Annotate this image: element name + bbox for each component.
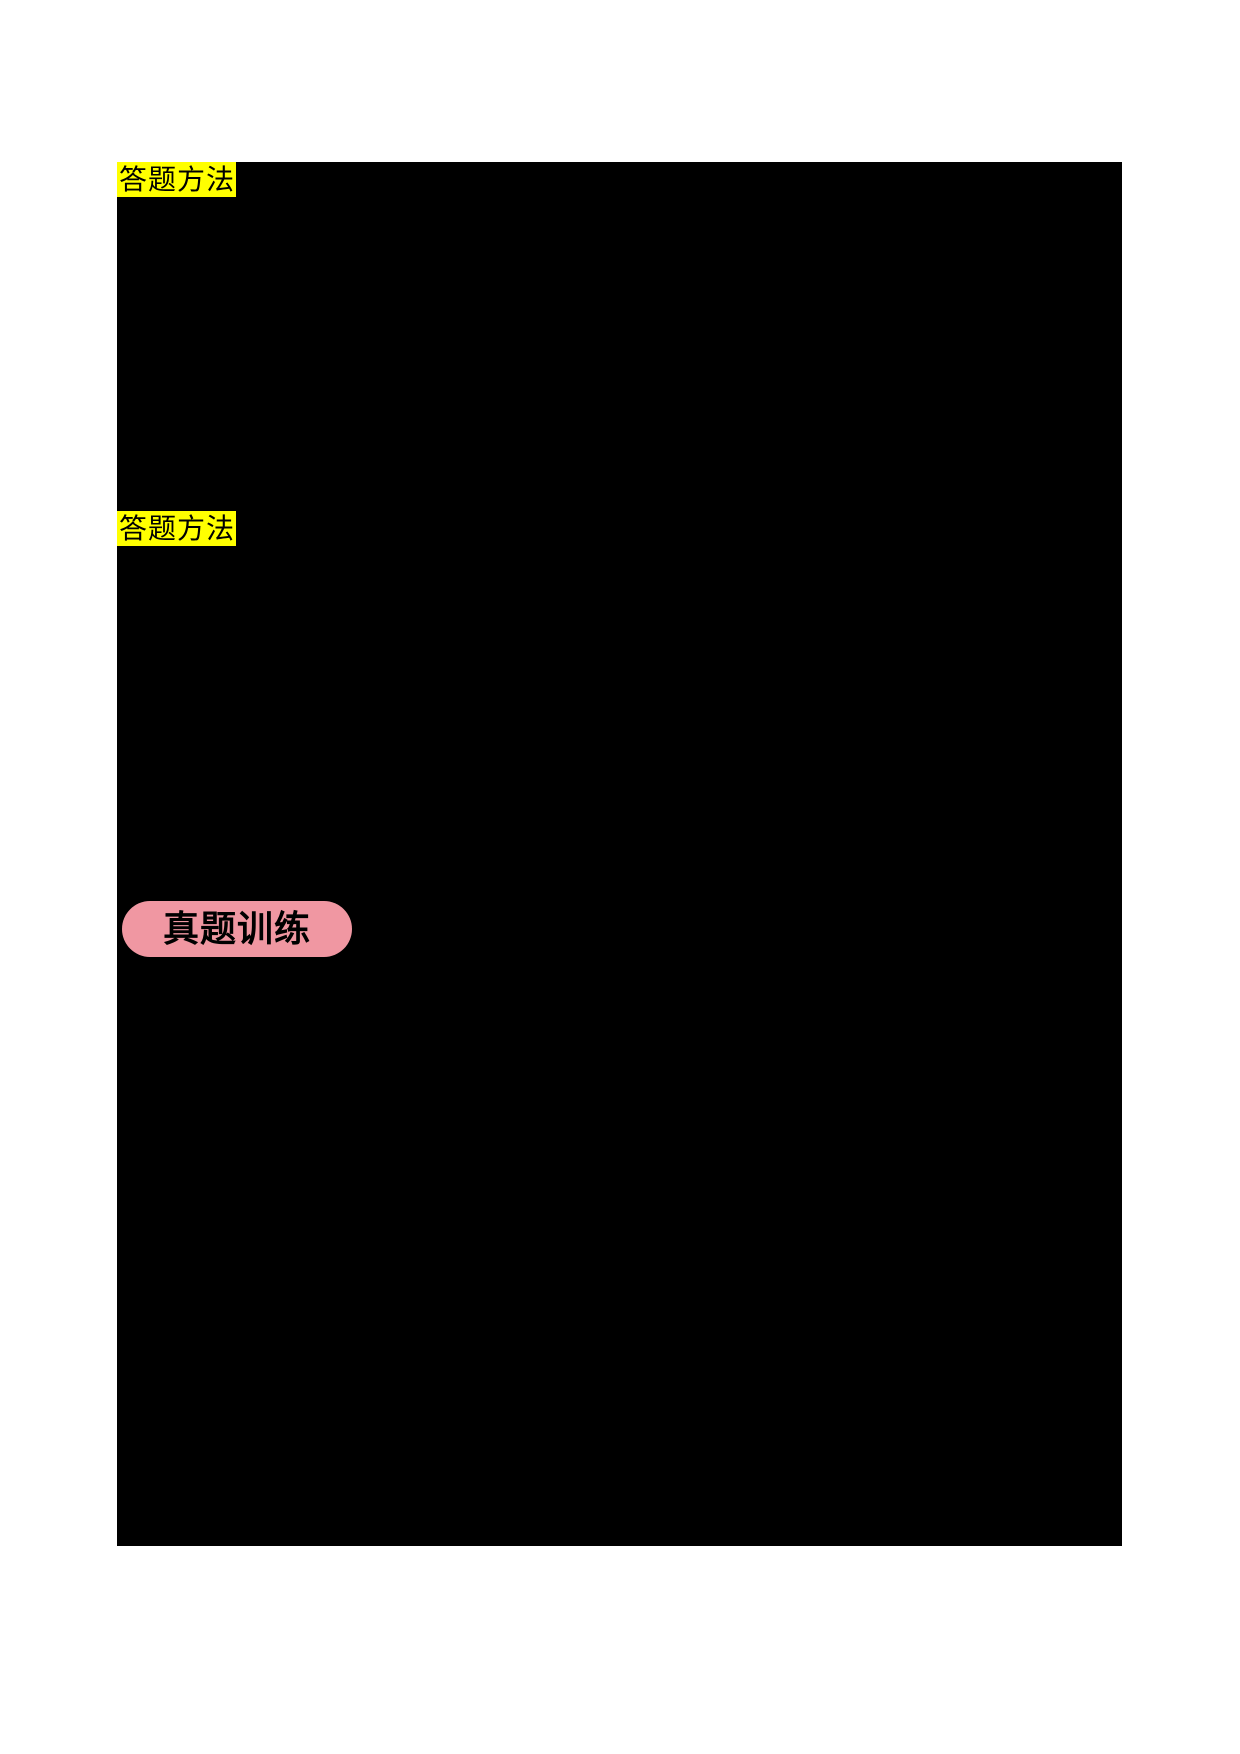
section-label-answer-method-1: 答题方法 — [117, 162, 236, 197]
redacted-content-block — [117, 162, 1122, 1546]
section-badge-real-exam-training: 真题训练 — [122, 901, 352, 957]
section-label-answer-method-2: 答题方法 — [117, 511, 236, 546]
